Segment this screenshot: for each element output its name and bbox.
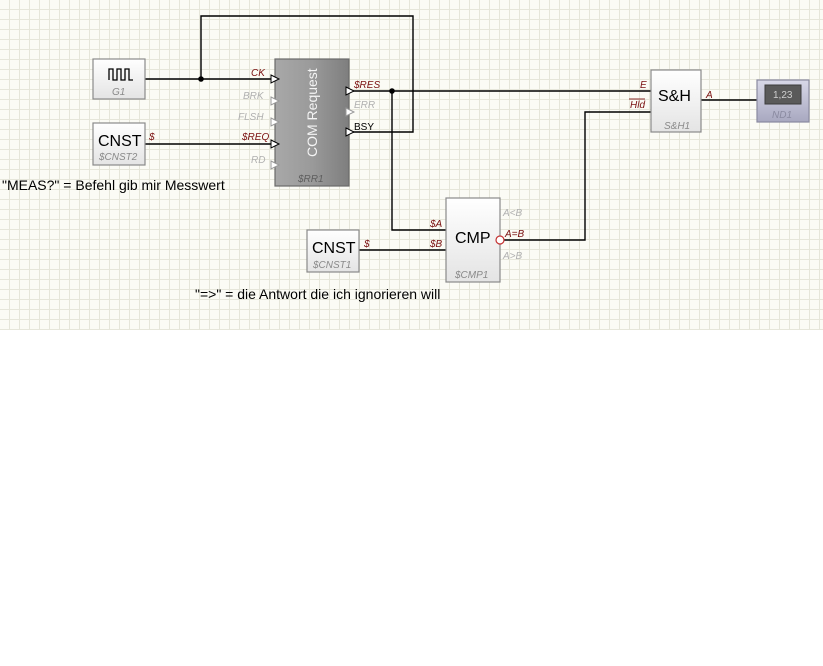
junction-ck — [198, 76, 204, 82]
pin-flsh-arrow — [270, 117, 281, 127]
sh-pin-hld: Hld — [630, 100, 645, 111]
generator-block[interactable]: G1 — [92, 58, 146, 100]
square-wave-icon — [108, 68, 133, 81]
cmp-pin-a: $A — [429, 219, 443, 230]
sh-pin-e: E — [640, 80, 647, 91]
pin-bsy-arrow — [345, 127, 356, 137]
pin-err-arrow — [345, 107, 356, 117]
sh-name: S&H1 — [664, 121, 690, 132]
display-name: ND1 — [772, 110, 792, 121]
pin-ck-label: CK — [251, 68, 266, 79]
cnst-req-out-pin: $ — [148, 132, 155, 143]
pin-ck-arrow — [270, 74, 281, 84]
com-request-block[interactable]: COM Request $RR1 CK BRK FLSH $REQ RD $RE… — [238, 58, 380, 187]
sh-title: S&H — [658, 88, 691, 105]
pin-rd-label: RD — [251, 155, 265, 166]
cmp-pin-eq-marker — [495, 235, 505, 245]
cnst-cmp-block[interactable]: CNST $CNST1 $ — [306, 229, 370, 273]
note-meas: "MEAS?" = Befehl gib mir Messwert — [2, 177, 225, 193]
wire-aeqb-hld[interactable] — [504, 111, 651, 241]
display-value: 1,23 — [773, 90, 793, 101]
display-block[interactable]: 1,23 ND1 — [756, 79, 810, 123]
cmp-block[interactable]: CMP $CMP1 $A $B A<B A=B A>B — [429, 197, 525, 283]
wire-res-a[interactable] — [391, 91, 447, 231]
pin-flsh-label: FLSH — [238, 112, 264, 123]
pin-brk-label: BRK — [243, 91, 265, 102]
pin-res-label: $RES — [353, 80, 380, 91]
pin-bsy-label: BSY — [354, 122, 374, 133]
pin-res-arrow — [345, 86, 356, 96]
cmp-pin-b: $B — [429, 239, 443, 250]
pin-err-label: ERR — [354, 100, 375, 111]
cmp-name: $CMP1 — [454, 270, 488, 281]
pin-brk-arrow — [270, 96, 281, 106]
pin-req-arrow — [270, 139, 281, 149]
sh-block[interactable]: S&H S&H1 E Hld A — [629, 69, 713, 133]
note-answer: "=>" = die Antwort die ich ignorieren wi… — [195, 286, 440, 302]
com-request-title: COM Request — [304, 68, 320, 157]
cnst-cmp-out-pin: $ — [363, 239, 370, 250]
com-request-name: $RR1 — [297, 174, 324, 185]
cnst-cmp-title: CNST — [312, 240, 356, 257]
cnst-req-name: $CNST2 — [98, 152, 138, 163]
cnst-req-block[interactable]: CNST $CNST2 $ — [92, 122, 155, 166]
sh-pin-a: A — [705, 90, 713, 101]
cnst-cmp-name: $CNST1 — [312, 260, 351, 271]
display-screen — [764, 84, 802, 105]
generator-name: G1 — [112, 87, 125, 98]
pin-req-label: $REQ — [241, 132, 269, 143]
cmp-pin-gt: A>B — [502, 251, 523, 262]
pin-rd-arrow — [270, 160, 281, 170]
diagram-canvas[interactable]: G1 CNST $CNST2 $ COM Request $RR1 CK BRK… — [0, 0, 823, 330]
cnst-req-title: CNST — [98, 133, 142, 150]
cmp-pin-lt: A<B — [502, 208, 523, 219]
wires — [145, 15, 757, 251]
cmp-title: CMP — [455, 230, 491, 247]
diagram-svg: G1 CNST $CNST2 $ COM Request $RR1 CK BRK… — [2, 15, 810, 302]
cmp-pin-eq: A=B — [504, 229, 525, 240]
